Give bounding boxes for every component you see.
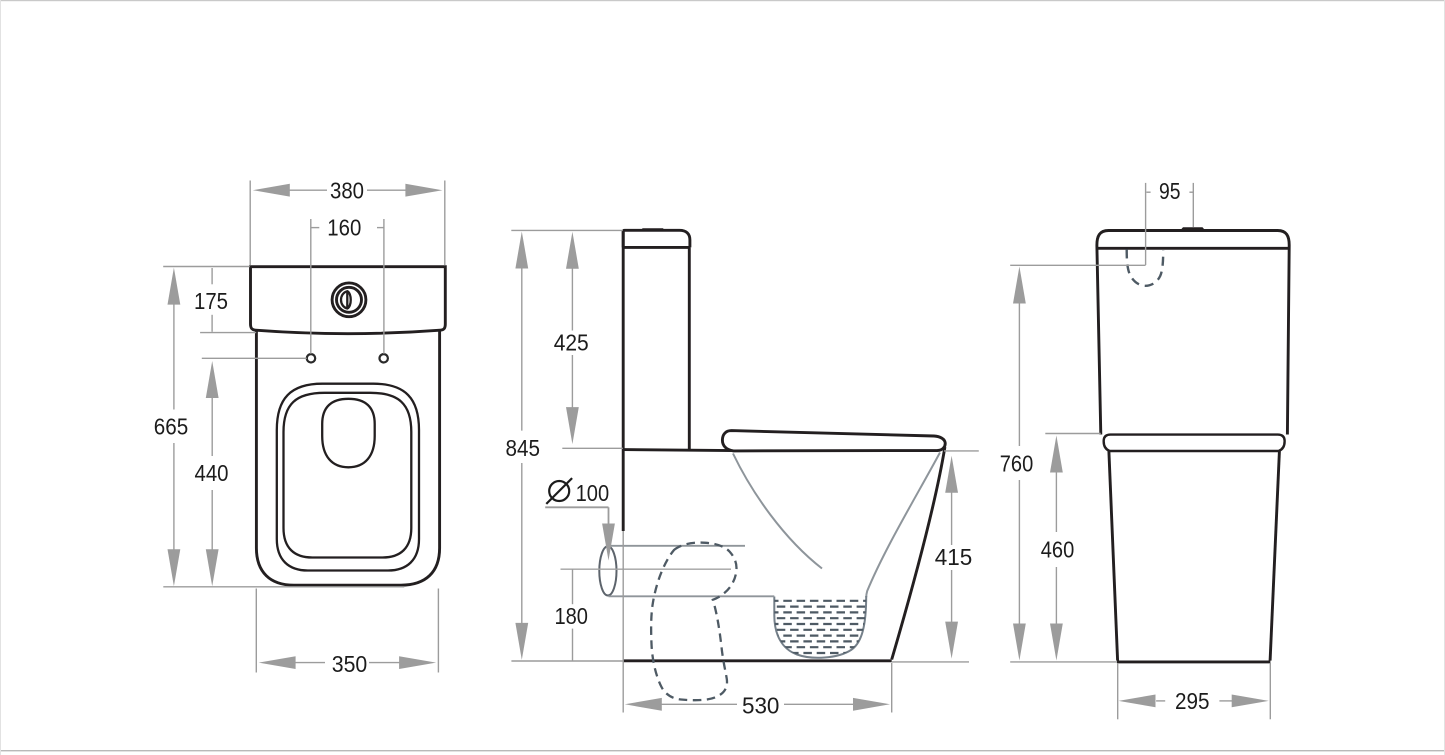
svg-text:415: 415 <box>935 544 973 570</box>
svg-text:175: 175 <box>194 288 228 314</box>
svg-text:295: 295 <box>1175 688 1210 714</box>
svg-text:95: 95 <box>1159 178 1181 204</box>
svg-text:425: 425 <box>554 330 589 356</box>
svg-text:665: 665 <box>154 413 189 439</box>
svg-text:180: 180 <box>554 603 588 629</box>
svg-text:845: 845 <box>506 435 541 461</box>
svg-text:100: 100 <box>576 480 610 506</box>
svg-text:460: 460 <box>1041 537 1075 563</box>
svg-text:530: 530 <box>742 693 780 719</box>
svg-text:760: 760 <box>1000 450 1034 476</box>
svg-text:380: 380 <box>330 177 364 203</box>
svg-text:440: 440 <box>195 460 229 486</box>
svg-text:350: 350 <box>332 651 368 677</box>
svg-text:160: 160 <box>327 214 361 240</box>
